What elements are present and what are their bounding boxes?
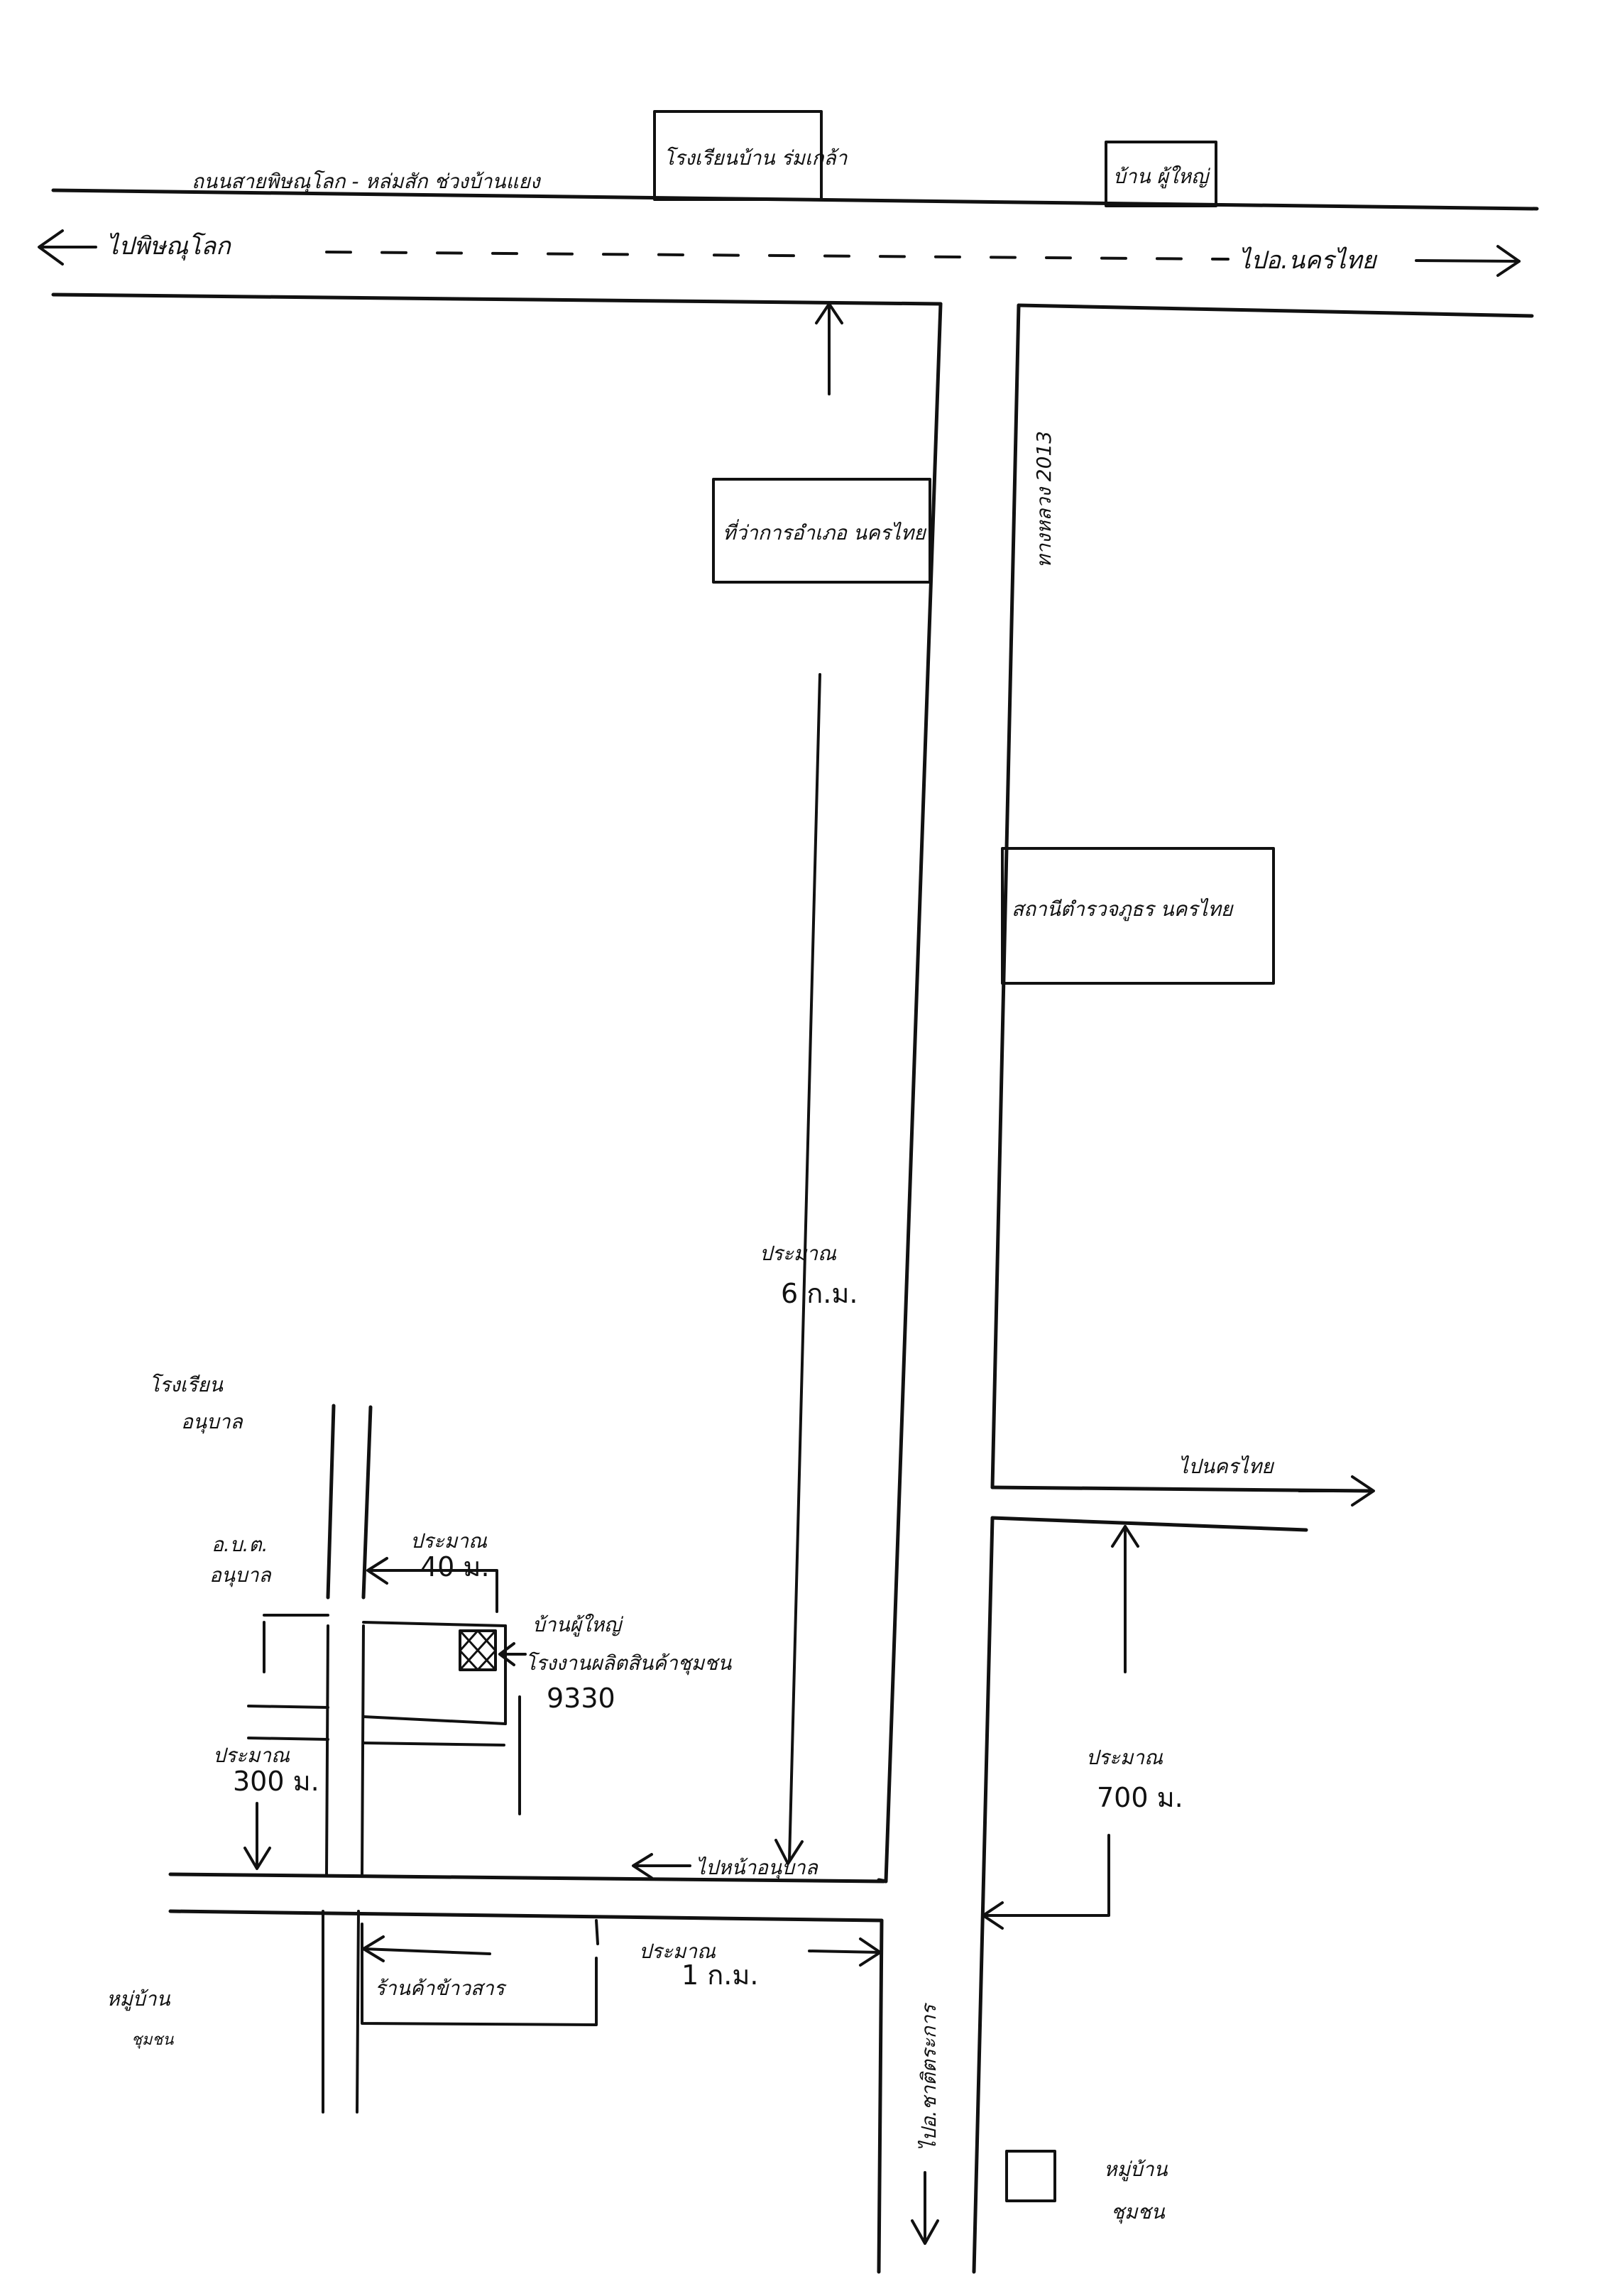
district-office-label: ที่ว่าการอำเภอ นครไทย <box>723 519 926 545</box>
top-box-house <box>1105 141 1217 207</box>
top-box-house-label: บ้าน ผู้ใหญ่ <box>1113 165 1211 189</box>
right-road-label: ไปนครไทย <box>1178 1455 1274 1478</box>
dist-6km-arrow-mid <box>788 673 821 1862</box>
dist-300-line1: ประมาณ <box>213 1744 290 1767</box>
target-arrow-head <box>498 1642 515 1666</box>
target-building <box>459 1629 497 1671</box>
bottom-shop-tick <box>595 1919 599 1945</box>
police-station-label: สถานีตำรวจภูธร นครไทย <box>1012 897 1234 922</box>
dist-300-arrow-head <box>243 1847 271 1870</box>
top-box-school-label: โรงเรียนบ้าน ร่มเกล้า <box>664 146 848 170</box>
left-street-b-bottom <box>356 1910 360 2114</box>
east-branch-south-edge <box>990 1516 1308 1532</box>
top-road-centerline <box>325 251 1230 261</box>
south-arrow-head <box>911 2219 939 2245</box>
dist-700-line2: 700 ม. <box>1097 1782 1183 1813</box>
dist-1km-arrow-left <box>362 1947 491 1955</box>
east-lower-vertical <box>972 1516 995 2274</box>
bottom-right-box <box>1005 2150 1056 2202</box>
dist-40-arrow-head <box>366 1557 388 1585</box>
cross-street-low-right <box>362 1742 505 1746</box>
east-branch-arrow-head <box>1351 1475 1375 1507</box>
dist-300-line2: 300 ม. <box>233 1766 319 1797</box>
left-street-a-lower <box>325 1624 329 1876</box>
station-arrow-head <box>632 1853 653 1879</box>
left-street-b <box>361 1405 373 1600</box>
dist-6km-line1: ประมาณ <box>760 1242 837 1265</box>
target-number: 9330 <box>547 1683 615 1714</box>
bottom-right-label-2: ชุมชน <box>1111 2200 1165 2224</box>
bottom-shop-label: ร้านค้าข้าวสาร <box>375 1977 507 2000</box>
top-road-south-edge-left <box>51 293 943 306</box>
cross-street-mid-right <box>362 1715 507 1725</box>
dist-40-line2: 40 ม. <box>420 1551 490 1582</box>
arrow-east-head <box>1496 245 1521 277</box>
cross-street-top-right <box>362 1621 507 1627</box>
main-road-east-edge <box>990 303 1021 1489</box>
dist-6km-arrow-top-head <box>815 302 843 324</box>
temple-top-left-line1: โรงเรียน <box>149 1373 224 1396</box>
bottom-shop-box <box>361 1923 598 2026</box>
road-number-label: ทางหลวง 2013 <box>1032 431 1056 568</box>
dist-1km-arrow-right-head <box>859 1937 882 1967</box>
arrow-west-head <box>38 229 64 266</box>
dist-6km-arrow-bottom-head <box>774 1839 804 1865</box>
dist-1km-line1: ประมาณ <box>639 1940 716 1963</box>
road-label-top-left: ไปพิษณุโลก <box>106 232 231 261</box>
dist-1km-line2: 1 ก.ม. <box>681 1959 758 1991</box>
cross-street-low <box>247 1737 329 1741</box>
top-road-south-edge-right <box>1017 303 1534 318</box>
dist-700-arrow-connector <box>982 1834 1110 1917</box>
vertical-road-bottom-label: ไปอ.ชาติตระการ <box>917 2003 941 2151</box>
dist-40-line1: ประมาณ <box>410 1529 488 1553</box>
dist-1km-arrow-left-head <box>362 1935 385 1962</box>
target-label-line2: โรงงานผลิตสินค้าชุมชน <box>525 1651 732 1675</box>
dist-1km-arrow-right <box>808 1950 882 1954</box>
dist-700-arrow-left-head <box>982 1901 1004 1930</box>
dist-40-arrow <box>368 1569 498 1613</box>
dist-6km-line2: 6 ก.ม. <box>781 1278 858 1309</box>
police-station-box <box>1001 847 1275 985</box>
target-label-line1: บ้านผู้ใหญ่ <box>532 1613 624 1637</box>
office-left-line1: อ.บ.ต. <box>212 1533 268 1556</box>
dist-700-line1: ประมาณ <box>1086 1746 1163 1769</box>
road-label-top-right: ไปอ.นครไทย <box>1239 246 1378 275</box>
station-arrow-label: ไปหน้าอนุบาล <box>696 1856 819 1880</box>
bottom-road-south-edge <box>168 1909 884 1923</box>
bottom-left-label-1: หมู่บ้าน <box>106 1987 170 2011</box>
office-left-line2: อนุบาล <box>209 1563 272 1587</box>
bottom-right-label-1: หมู่บ้าน <box>1104 2158 1168 2182</box>
bottom-lower-west-edge <box>877 1918 884 2274</box>
left-street-a <box>326 1404 336 1600</box>
dist-700-arrow-up-head <box>1111 1525 1139 1548</box>
bottom-road-north-edge <box>168 1872 886 1884</box>
temple-top-left-line2: อนุบาล <box>181 1410 243 1434</box>
top-road-text: ถนนสายพิษณุโลก - หล่มสัก ช่วงบ้านแยง <box>192 170 542 194</box>
left-street-b-lower <box>361 1624 365 1876</box>
cross-street-mid <box>247 1705 329 1709</box>
top-box-school <box>653 110 823 201</box>
district-office-box <box>712 478 931 584</box>
bottom-left-label-2: ชุมชน <box>131 2031 174 2049</box>
